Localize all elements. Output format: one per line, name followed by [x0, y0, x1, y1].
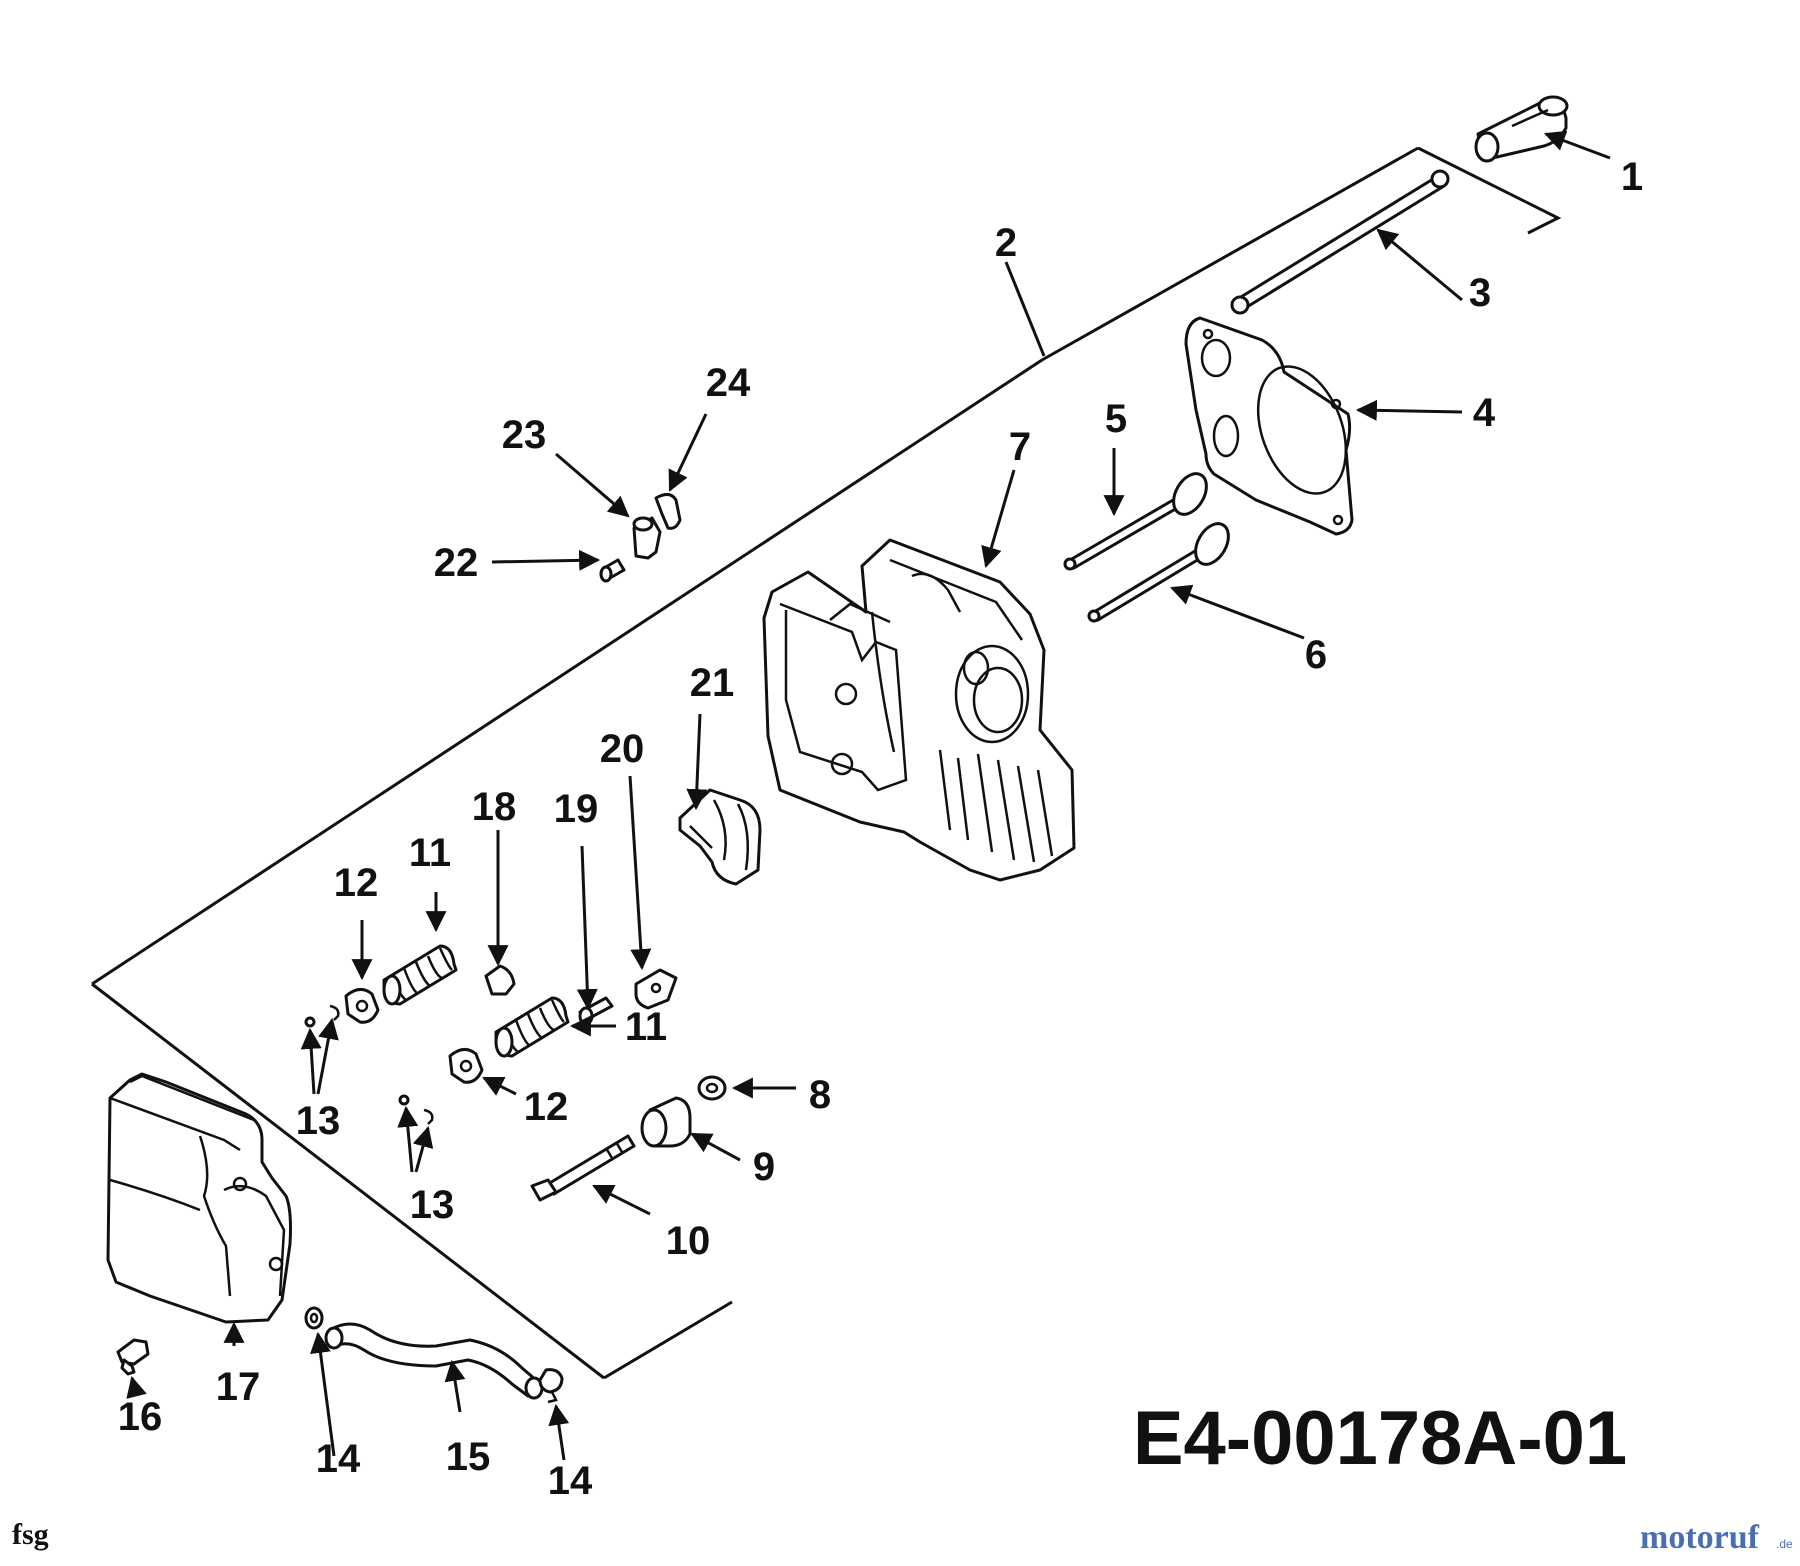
- callout-14-right: 14: [548, 1459, 593, 1503]
- callout-20: 20: [600, 727, 645, 771]
- corner-mark: fsg: [12, 1518, 49, 1551]
- callout-19: 19: [554, 787, 599, 831]
- valve-spring-lower: [494, 996, 570, 1058]
- watermark-logo: motoruf .de: [1640, 1519, 1793, 1556]
- callout-21: 21: [690, 661, 735, 705]
- watermark-suffix-text: .de: [1776, 1537, 1793, 1551]
- reed-valve-part: [678, 788, 762, 886]
- breather-screw-small: [599, 558, 626, 583]
- callout-3: 3: [1469, 271, 1491, 315]
- callout-5: 5: [1105, 397, 1127, 441]
- breather-screw-part: [578, 996, 614, 1026]
- callout-10: 10: [666, 1219, 711, 1263]
- callout-11-upper: 11: [409, 831, 451, 875]
- tappet-part: [1474, 95, 1569, 163]
- head-gasket-part: [1184, 316, 1354, 536]
- callout-12-upper: 12: [334, 861, 379, 905]
- cover-bolt-part: [116, 1338, 150, 1376]
- callout-24: 24: [706, 361, 751, 405]
- watermark-main-text: motoruf: [1640, 1519, 1760, 1556]
- rocker-bolt-part: [530, 1134, 636, 1202]
- callout-13-lower: 13: [410, 1183, 455, 1227]
- breather-fitting-part: [632, 516, 662, 560]
- valve-spring-upper: [382, 944, 458, 1006]
- leader-lines: [126, 130, 1611, 1461]
- callout-23: 23: [502, 413, 547, 457]
- callout-14-left: 14: [316, 1437, 361, 1481]
- callout-6: 6: [1305, 633, 1327, 677]
- callout-11-lower: 11: [625, 1005, 667, 1049]
- intake-valve-part: [1063, 472, 1208, 571]
- assembly-outline: [91, 146, 1562, 1380]
- bushing-part: [640, 1096, 692, 1148]
- callout-12-lower: 12: [524, 1085, 569, 1129]
- hose-clamp-left: [304, 1306, 324, 1330]
- callout-16: 16: [118, 1395, 163, 1439]
- callout-17: 17: [216, 1365, 261, 1409]
- callout-22: 22: [434, 541, 479, 585]
- cylinder-head-part: [762, 538, 1076, 882]
- breather-plug-part: [484, 964, 516, 996]
- callout-13-upper: 13: [296, 1099, 341, 1143]
- breather-clip-part: [654, 493, 682, 530]
- push-rod-part: [1230, 169, 1450, 315]
- callout-8: 8: [809, 1073, 831, 1117]
- valve-keepers-upper: [304, 1004, 340, 1028]
- callout-4: 4: [1473, 391, 1496, 435]
- breather-plate-part: [634, 968, 678, 1010]
- valve-keepers-lower: [398, 1094, 434, 1125]
- drawing-code: E4-00178A-01: [1133, 1396, 1627, 1481]
- callout-numbers: 1 2 3 4 5 6 7 8 9 10 11 11 12 12 13 13 1…: [118, 155, 1643, 1503]
- exhaust-valve-part: [1087, 522, 1230, 623]
- callout-15: 15: [446, 1435, 491, 1479]
- washer-part: [697, 1075, 727, 1101]
- callout-7: 7: [1009, 425, 1031, 469]
- spring-retainer-upper: [344, 988, 380, 1024]
- spring-retainer-lower: [448, 1048, 484, 1084]
- hose-clamp-right: [538, 1368, 564, 1404]
- callout-2: 2: [995, 221, 1017, 265]
- callout-9: 9: [753, 1145, 775, 1189]
- valve-cover-part: [106, 1072, 292, 1324]
- callout-18: 18: [472, 785, 517, 829]
- callout-1: 1: [1621, 155, 1643, 199]
- breather-hose-part: [324, 1322, 544, 1400]
